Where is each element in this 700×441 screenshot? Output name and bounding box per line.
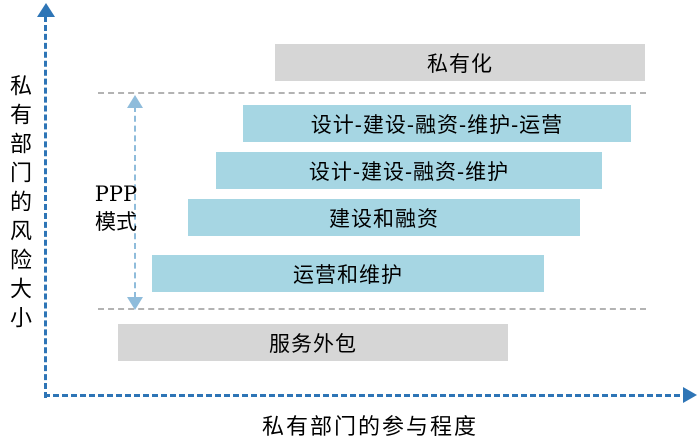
bar-design-build-finance-maintain: 设计-建设-融资-维护 (216, 152, 602, 189)
ppp-upper-boundary-line (98, 92, 646, 94)
y-axis-line (44, 16, 47, 398)
ppp-group-label: PPP 模式 (94, 182, 138, 235)
bar-privatization: 私有化 (275, 44, 645, 81)
bar-operate-and-maintain: 运营和维护 (152, 255, 544, 292)
bar-build-and-finance: 建设和融资 (188, 199, 580, 236)
x-axis-label: 私有部门的参与程度 (261, 415, 478, 440)
bar-design-build-finance-maintain-operate: 设计-建设-融资-维护-运营 (243, 105, 631, 142)
x-axis-arrow-icon (683, 387, 697, 403)
ppp-range-arrow-up-icon (127, 95, 143, 108)
ppp-range-arrow-down-icon (127, 297, 143, 310)
bar-service-outsourcing: 服务外包 (118, 324, 508, 361)
y-axis-arrow-icon (37, 3, 55, 17)
ppp-lower-boundary-line (98, 308, 646, 310)
y-axis-label: 私有部门的风险大小 (6, 74, 31, 335)
x-axis-line (44, 394, 680, 397)
ppp-range-arrow (134, 106, 136, 298)
